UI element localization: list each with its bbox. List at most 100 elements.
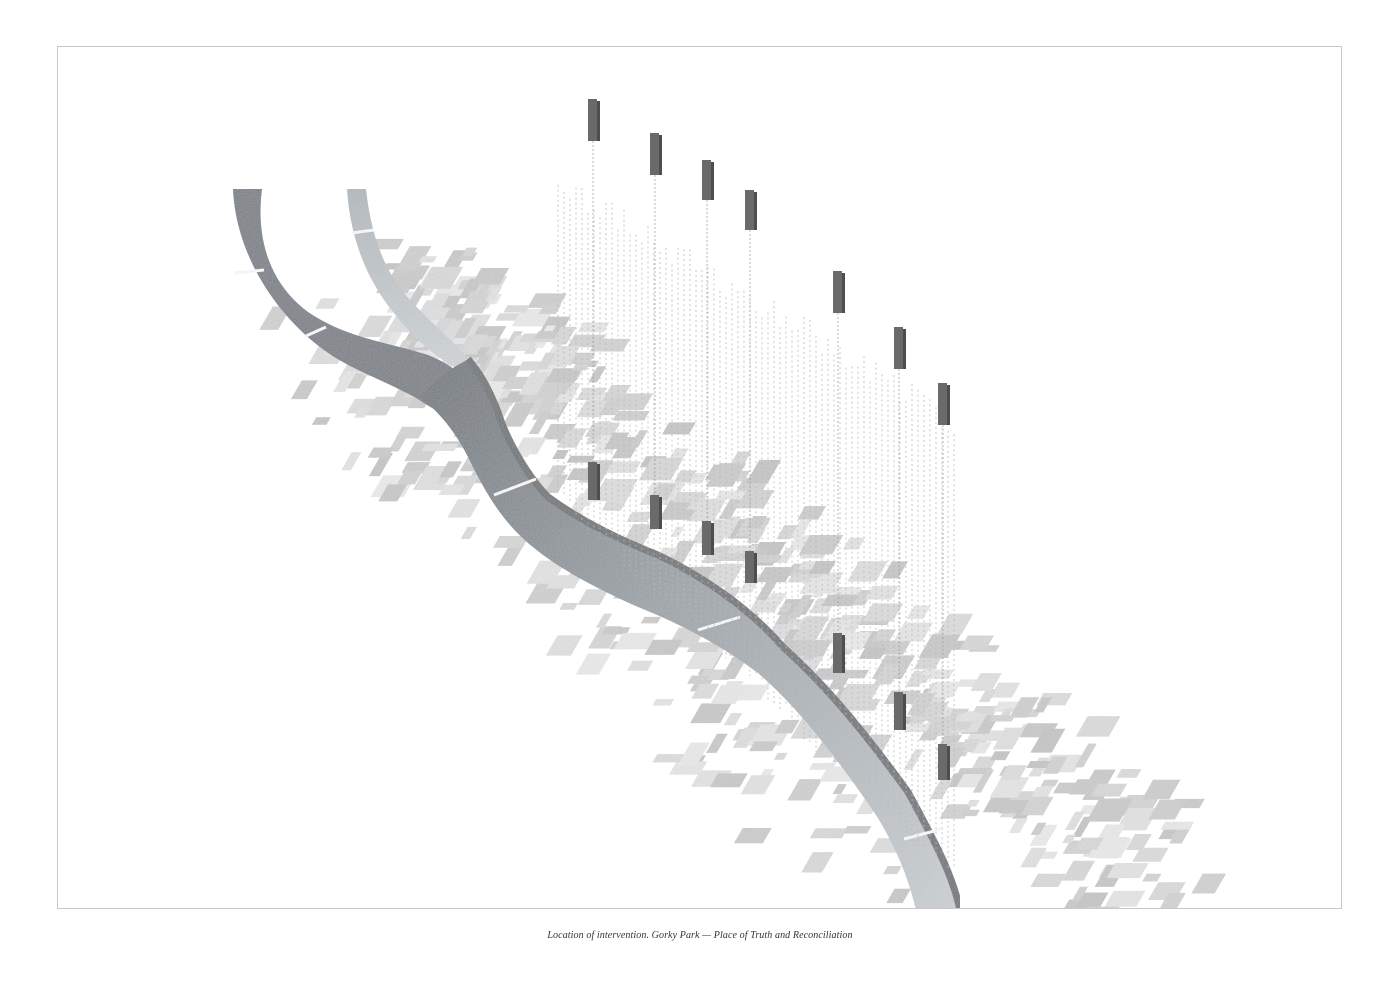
tower bbox=[702, 160, 714, 555]
building bbox=[787, 574, 815, 583]
building bbox=[774, 719, 800, 734]
building bbox=[454, 318, 477, 338]
building bbox=[832, 784, 847, 795]
tower-side bbox=[711, 162, 714, 200]
building bbox=[1009, 697, 1040, 718]
bridge bbox=[233, 268, 265, 275]
building bbox=[690, 703, 732, 724]
building bbox=[388, 434, 409, 452]
building bbox=[687, 675, 710, 684]
building bbox=[882, 561, 908, 579]
building bbox=[1141, 779, 1181, 800]
building bbox=[691, 683, 720, 699]
building bbox=[787, 779, 823, 801]
building bbox=[315, 298, 340, 309]
building bbox=[626, 660, 654, 671]
building bbox=[733, 828, 772, 844]
building bbox=[906, 693, 936, 716]
building bbox=[497, 547, 523, 566]
tower-markers bbox=[588, 99, 950, 780]
tower-top bbox=[938, 383, 947, 425]
building bbox=[666, 540, 696, 565]
building bbox=[1029, 824, 1058, 846]
building bbox=[906, 605, 931, 620]
bridge bbox=[493, 477, 537, 497]
building bbox=[259, 306, 292, 330]
tower-base bbox=[745, 551, 754, 583]
building bbox=[746, 459, 782, 483]
building bbox=[673, 470, 697, 483]
building bbox=[978, 689, 997, 702]
building bbox=[1074, 743, 1097, 768]
building bbox=[572, 363, 590, 371]
building bbox=[557, 428, 588, 448]
building bbox=[1064, 811, 1086, 831]
building bbox=[756, 567, 794, 583]
river-main-channel bbox=[420, 359, 960, 908]
building bbox=[1040, 779, 1059, 787]
building bbox=[341, 452, 362, 471]
building bbox=[989, 715, 1016, 722]
building bbox=[290, 380, 318, 400]
tower-base bbox=[894, 692, 903, 730]
tower-base-side bbox=[711, 523, 714, 555]
building bbox=[959, 635, 994, 650]
building bbox=[458, 291, 495, 314]
building bbox=[1115, 808, 1159, 831]
building bbox=[989, 682, 1021, 698]
building bbox=[790, 594, 813, 618]
building bbox=[970, 673, 1002, 691]
building bbox=[776, 525, 799, 540]
building bbox=[685, 646, 726, 670]
building bbox=[1148, 799, 1187, 820]
building bbox=[577, 322, 610, 333]
building bbox=[472, 284, 491, 300]
building bbox=[723, 712, 743, 726]
tower-base-side bbox=[754, 553, 757, 583]
building bbox=[797, 506, 827, 520]
bridge bbox=[697, 615, 741, 632]
building bbox=[421, 443, 459, 451]
building bbox=[792, 616, 830, 641]
building bbox=[460, 526, 477, 539]
building bbox=[1096, 836, 1130, 859]
building bbox=[999, 708, 1014, 718]
building bbox=[640, 616, 662, 624]
building bbox=[367, 447, 395, 458]
building bbox=[1086, 798, 1133, 822]
building bbox=[418, 256, 438, 263]
tower bbox=[938, 383, 950, 780]
building bbox=[545, 368, 583, 383]
building bbox=[732, 727, 759, 748]
building bbox=[577, 589, 609, 605]
building bbox=[748, 599, 782, 613]
building bbox=[604, 432, 630, 449]
building bbox=[756, 555, 785, 563]
building bbox=[598, 397, 626, 416]
building bbox=[903, 749, 924, 770]
building bbox=[960, 809, 980, 817]
building bbox=[956, 679, 978, 687]
tower-side bbox=[903, 329, 906, 369]
building bbox=[789, 519, 812, 539]
building bbox=[766, 593, 787, 602]
building bbox=[789, 640, 832, 657]
building bbox=[644, 639, 683, 655]
building bbox=[652, 699, 675, 706]
building bbox=[528, 410, 552, 434]
building bbox=[886, 888, 911, 904]
building bbox=[1106, 862, 1149, 879]
building bbox=[821, 594, 859, 607]
building bbox=[441, 295, 462, 308]
building bbox=[705, 733, 728, 753]
tower-base-side bbox=[659, 497, 662, 529]
building bbox=[798, 534, 844, 555]
building bbox=[501, 402, 536, 427]
building bbox=[918, 634, 961, 659]
building bbox=[592, 479, 638, 502]
building bbox=[471, 267, 510, 285]
building bbox=[357, 315, 393, 338]
building bbox=[701, 552, 724, 563]
building bbox=[1191, 873, 1227, 894]
building bbox=[740, 775, 776, 795]
